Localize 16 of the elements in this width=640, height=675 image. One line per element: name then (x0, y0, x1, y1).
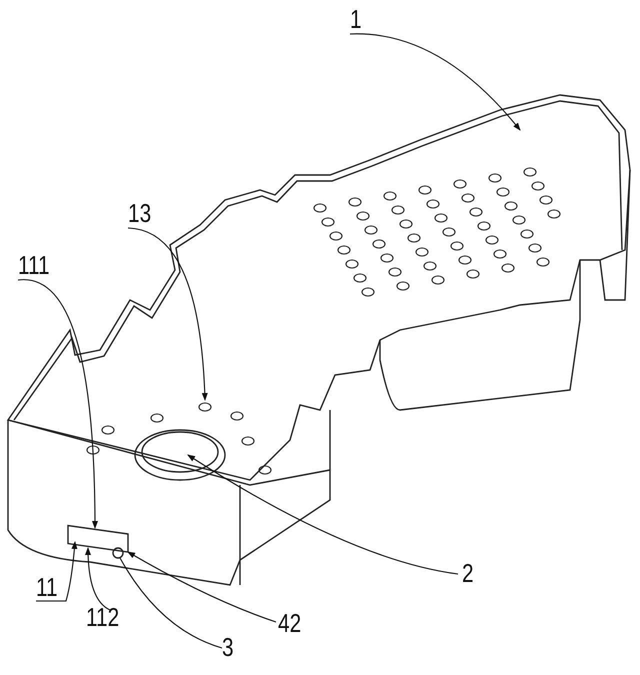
leader-line (36, 541, 78, 602)
leader-line (85, 547, 110, 610)
leader-line (127, 552, 276, 623)
callout-number: 2 (462, 560, 474, 586)
callout-number: 1 (350, 6, 362, 32)
leader-line (120, 558, 222, 649)
callout-number: 111 (18, 252, 50, 278)
leader-line (187, 454, 458, 575)
callout-number: 42 (278, 610, 302, 636)
callout-number: 112 (86, 604, 120, 630)
callout-number: 11 (36, 574, 58, 600)
callout-number: 3 (222, 634, 234, 660)
leader-line (350, 33, 521, 131)
leader-line (18, 279, 98, 529)
leader-line (128, 227, 208, 401)
callout-number: 13 (128, 200, 152, 226)
